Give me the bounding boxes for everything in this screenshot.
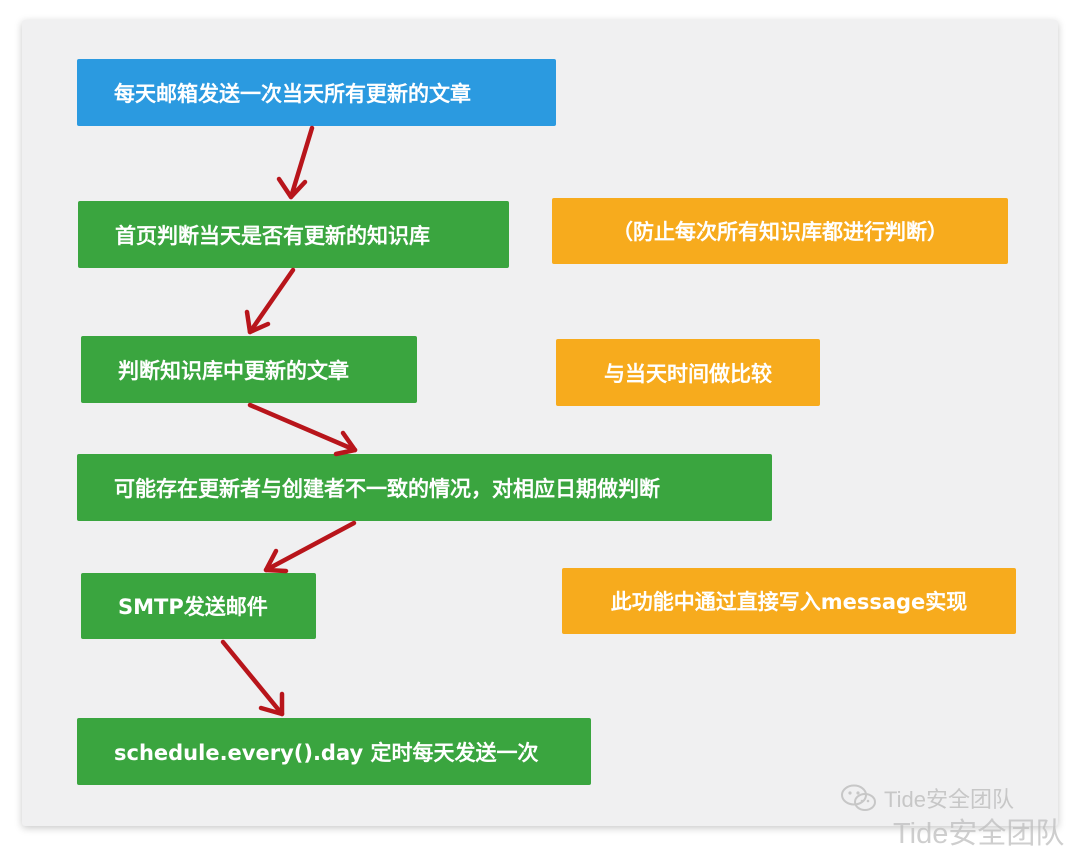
diagram-panel bbox=[22, 20, 1058, 826]
step-check-articles-label: 判断知识库中更新的文章 bbox=[118, 358, 349, 383]
step-check-knowledge-base-label: 首页判断当天是否有更新的知识库 bbox=[115, 223, 430, 248]
arrow-2-3 bbox=[244, 267, 296, 335]
step-schedule-label: schedule.every().day 定时每天发送一次 bbox=[114, 740, 539, 765]
note-message-write: 此功能中通过直接写入message实现 bbox=[562, 568, 1016, 634]
step-daily-email-label: 每天邮箱发送一次当天所有更新的文章 bbox=[114, 81, 471, 106]
note-avoid-full-check-label: （防止每次所有知识库都进行判断） bbox=[612, 220, 948, 244]
watermark-text-large: Tide安全团队 bbox=[893, 818, 1065, 850]
step-smtp-send-label: SMTP发送邮件 bbox=[118, 595, 268, 619]
arrow-4-5 bbox=[263, 520, 357, 574]
note-avoid-full-check: （防止每次所有知识库都进行判断） bbox=[552, 198, 1008, 264]
note-compare-time-label: 与当天时间做比较 bbox=[604, 361, 772, 386]
note-compare-time: 与当天时间做比较 bbox=[556, 339, 820, 406]
step-schedule: schedule.every().day 定时每天发送一次 bbox=[77, 718, 591, 785]
arrow-1-2 bbox=[276, 125, 315, 200]
step-smtp-send: SMTP发送邮件 bbox=[81, 573, 316, 639]
arrow-5-6 bbox=[220, 639, 285, 717]
watermark-account: Tide安全团队 bbox=[840, 782, 1014, 814]
step-check-articles: 判断知识库中更新的文章 bbox=[81, 336, 417, 403]
wechat-icon bbox=[841, 784, 876, 811]
watermark-text: Tide安全团队 bbox=[884, 787, 1014, 812]
note-message-write-label: 此功能中通过直接写入message实现 bbox=[610, 590, 968, 614]
step-daily-email: 每天邮箱发送一次当天所有更新的文章 bbox=[77, 59, 556, 126]
step-date-judgement-label: 可能存在更新者与创建者不一致的情况，对相应日期做判断 bbox=[114, 476, 660, 501]
step-date-judgement: 可能存在更新者与创建者不一致的情况，对相应日期做判断 bbox=[77, 454, 772, 521]
arrow-3-4 bbox=[247, 402, 358, 457]
step-check-knowledge-base: 首页判断当天是否有更新的知识库 bbox=[78, 201, 509, 268]
